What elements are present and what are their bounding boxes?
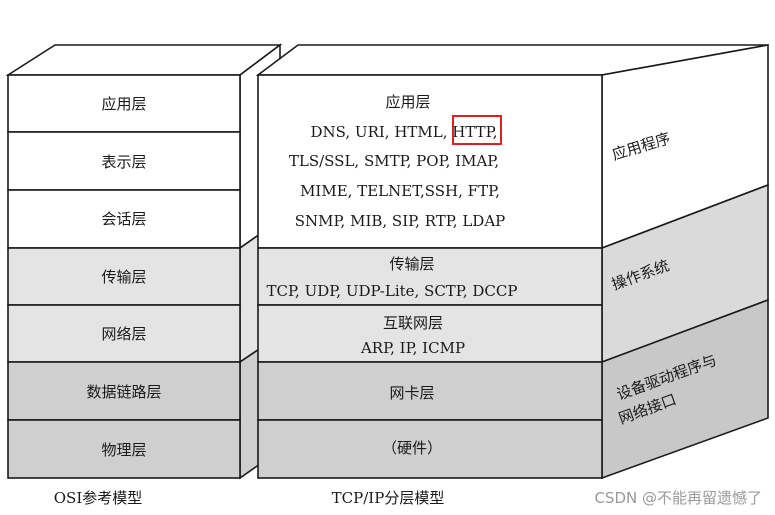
osi-label-application: 应用层	[101, 95, 146, 113]
osi-layer-datalink	[7, 361, 241, 421]
osi-label-session: 会话层	[101, 210, 146, 228]
osi-label-network: 网络层	[101, 325, 146, 343]
osi-label-transport: 传输层	[101, 268, 146, 286]
tcpip-layer-application	[257, 74, 603, 249]
tcpip-application-line3: MIME, TELNET,SSH, FTP,	[300, 182, 500, 200]
tcpip-physical-title: （硬件）	[382, 439, 442, 457]
osi-caption: OSI参考模型	[54, 489, 143, 507]
osi-layer-network	[7, 304, 241, 363]
tcpip-layer-physical	[257, 419, 603, 479]
tcpip-internet-protocols: ARP, IP, ICMP	[360, 339, 465, 357]
tcpip-transport-title: 传输层	[389, 255, 434, 273]
tcpip-link-title: 网卡层	[389, 384, 434, 402]
osi-layer-physical	[7, 419, 241, 479]
tcpip-internet-title: 互联网层	[383, 314, 443, 332]
osi-layer-application	[7, 74, 241, 133]
http-protocol-highlighted: HTTP,	[452, 123, 497, 141]
tcpip-application-line1-prefix: DNS, URI, HTML,	[311, 123, 453, 141]
tcpip-caption: TCP/IP分层模型	[332, 489, 445, 507]
osi-layer-transport	[7, 247, 241, 306]
tcpip-layer-internet	[257, 304, 603, 363]
tcpip-application-line1: DNS, URI, HTML, HTTP,	[311, 123, 498, 141]
http-highlight-box	[452, 115, 502, 145]
osi-stack: 应用层 表示层 会话层 传输层 网络层 数据链路层 物理层	[5, 43, 283, 480]
tcpip-transport-protocols: TCP, UDP, UDP-Lite, SCTP, DCCP	[267, 282, 518, 300]
osi-label-datalink: 数据链路层	[86, 383, 161, 401]
osi-layer-session	[7, 189, 241, 249]
osi-label-physical: 物理层	[101, 441, 146, 459]
csdn-watermark: CSDN @不能再留遗憾了	[594, 489, 762, 507]
tcpip-application-title: 应用层	[385, 93, 430, 111]
tcpip-application-line4: SNMP, MIB, SIP, RTP, LDAP	[295, 212, 506, 230]
tcpip-application-line2: TLS/SSL, SMTP, POP, IMAP,	[289, 152, 499, 170]
osi-label-presentation: 表示层	[101, 153, 146, 171]
osi-top-face	[5, 44, 283, 76]
tcpip-stack: 应用层 DNS, URI, HTML, HTTP, TLS/SSL, SMTP,…	[255, 44, 769, 480]
